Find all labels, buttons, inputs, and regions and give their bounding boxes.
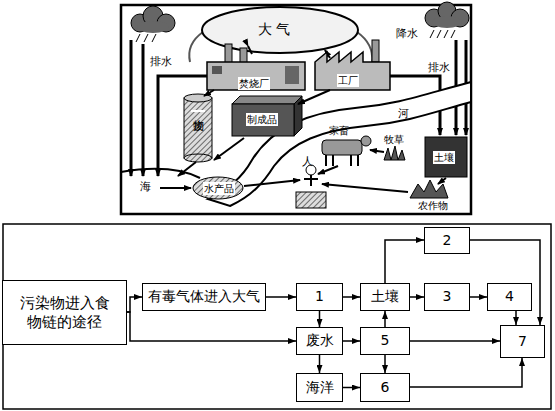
flow-arrow — [319, 311, 321, 327]
part-label: 排水 — [428, 62, 450, 74]
waste-cylinder — [184, 94, 212, 162]
flow-arrow — [127, 297, 142, 312]
part-label: 降水 — [396, 28, 418, 40]
process-box: 5 — [360, 327, 410, 355]
sea-shore — [121, 169, 200, 178]
part-label: 制成品 — [246, 113, 278, 126]
flow-arrow — [515, 311, 517, 325]
part-label: 土壤 — [433, 151, 455, 164]
air-flow — [189, 32, 203, 62]
process-box: 7 — [500, 325, 545, 358]
cloud — [425, 2, 469, 28]
river-band — [208, 82, 471, 206]
box-text: 污染物进入食物链的途径 — [15, 294, 114, 332]
part-label: 人 — [302, 156, 313, 168]
flow-arrow — [470, 296, 487, 298]
process-box: 土壤 — [360, 283, 410, 311]
flow-arrow — [343, 340, 360, 342]
process-box: 1 — [296, 283, 343, 311]
illustration-frame — [121, 5, 471, 214]
box-text: 有毒气体进入大气 — [148, 288, 260, 306]
box-text: 1 — [315, 288, 324, 306]
part-label: 工厂 — [337, 74, 359, 87]
part-label: 河 — [398, 108, 409, 120]
person-figure — [304, 165, 318, 186]
part-label: 大 气 — [258, 22, 290, 37]
process-box: 有毒气体进入大气 — [142, 283, 266, 311]
part-label: 排水 — [150, 56, 172, 68]
flow-arrow — [343, 387, 360, 389]
box-text: 5 — [381, 332, 390, 350]
box-text: 土壤 — [371, 288, 399, 306]
pasture-grass — [384, 146, 405, 160]
flow-arrow — [127, 312, 296, 341]
flow-arrow — [410, 340, 500, 342]
box-text: 6 — [381, 379, 390, 397]
flow-arrow — [384, 355, 386, 373]
box-text: 3 — [443, 288, 452, 306]
flow-arrow — [343, 296, 360, 298]
flow-arrow — [384, 311, 386, 327]
flowchart-frame — [3, 224, 551, 409]
factory-building — [315, 40, 390, 90]
process-box: 2 — [424, 227, 470, 254]
cattle-figure — [322, 136, 371, 166]
box-text: 海洋 — [306, 379, 334, 397]
flow-arrow — [410, 296, 424, 298]
part-label: 废物 — [191, 110, 205, 112]
part-label: 海 — [140, 181, 151, 193]
box-text: 4 — [505, 288, 514, 306]
process-box: 4 — [487, 283, 532, 311]
part-label: 家畜 — [329, 125, 349, 136]
flow-arrow — [410, 358, 522, 387]
box-text: 7 — [518, 333, 527, 351]
flow-arrow — [266, 296, 296, 298]
crops-figure — [410, 180, 448, 198]
process-box: 海洋 — [296, 373, 343, 402]
flow-arrow — [385, 240, 424, 283]
process-box: 废水 — [296, 327, 343, 355]
soil-block — [425, 137, 467, 177]
food-box — [296, 192, 326, 208]
emission-arrow — [248, 46, 252, 54]
process-box: 污染物进入食物链的途径 — [2, 280, 127, 345]
incinerator-building — [207, 44, 305, 90]
process-box: 3 — [424, 283, 470, 311]
part-label: 牧草 — [384, 134, 404, 145]
flow-arrow — [470, 240, 540, 325]
flow-arrow — [319, 355, 321, 373]
part-label: 农作物 — [417, 199, 449, 212]
flow-arrows — [160, 90, 446, 192]
process-box: 6 — [360, 373, 410, 402]
box-text: 2 — [443, 232, 452, 250]
part-label: 水产品 — [203, 182, 235, 195]
cloud — [131, 6, 175, 33]
box-text: 废水 — [306, 332, 334, 350]
aquatic-ellipse — [193, 177, 243, 199]
products-box — [232, 96, 302, 136]
part-label: 焚烧厂 — [238, 77, 270, 90]
